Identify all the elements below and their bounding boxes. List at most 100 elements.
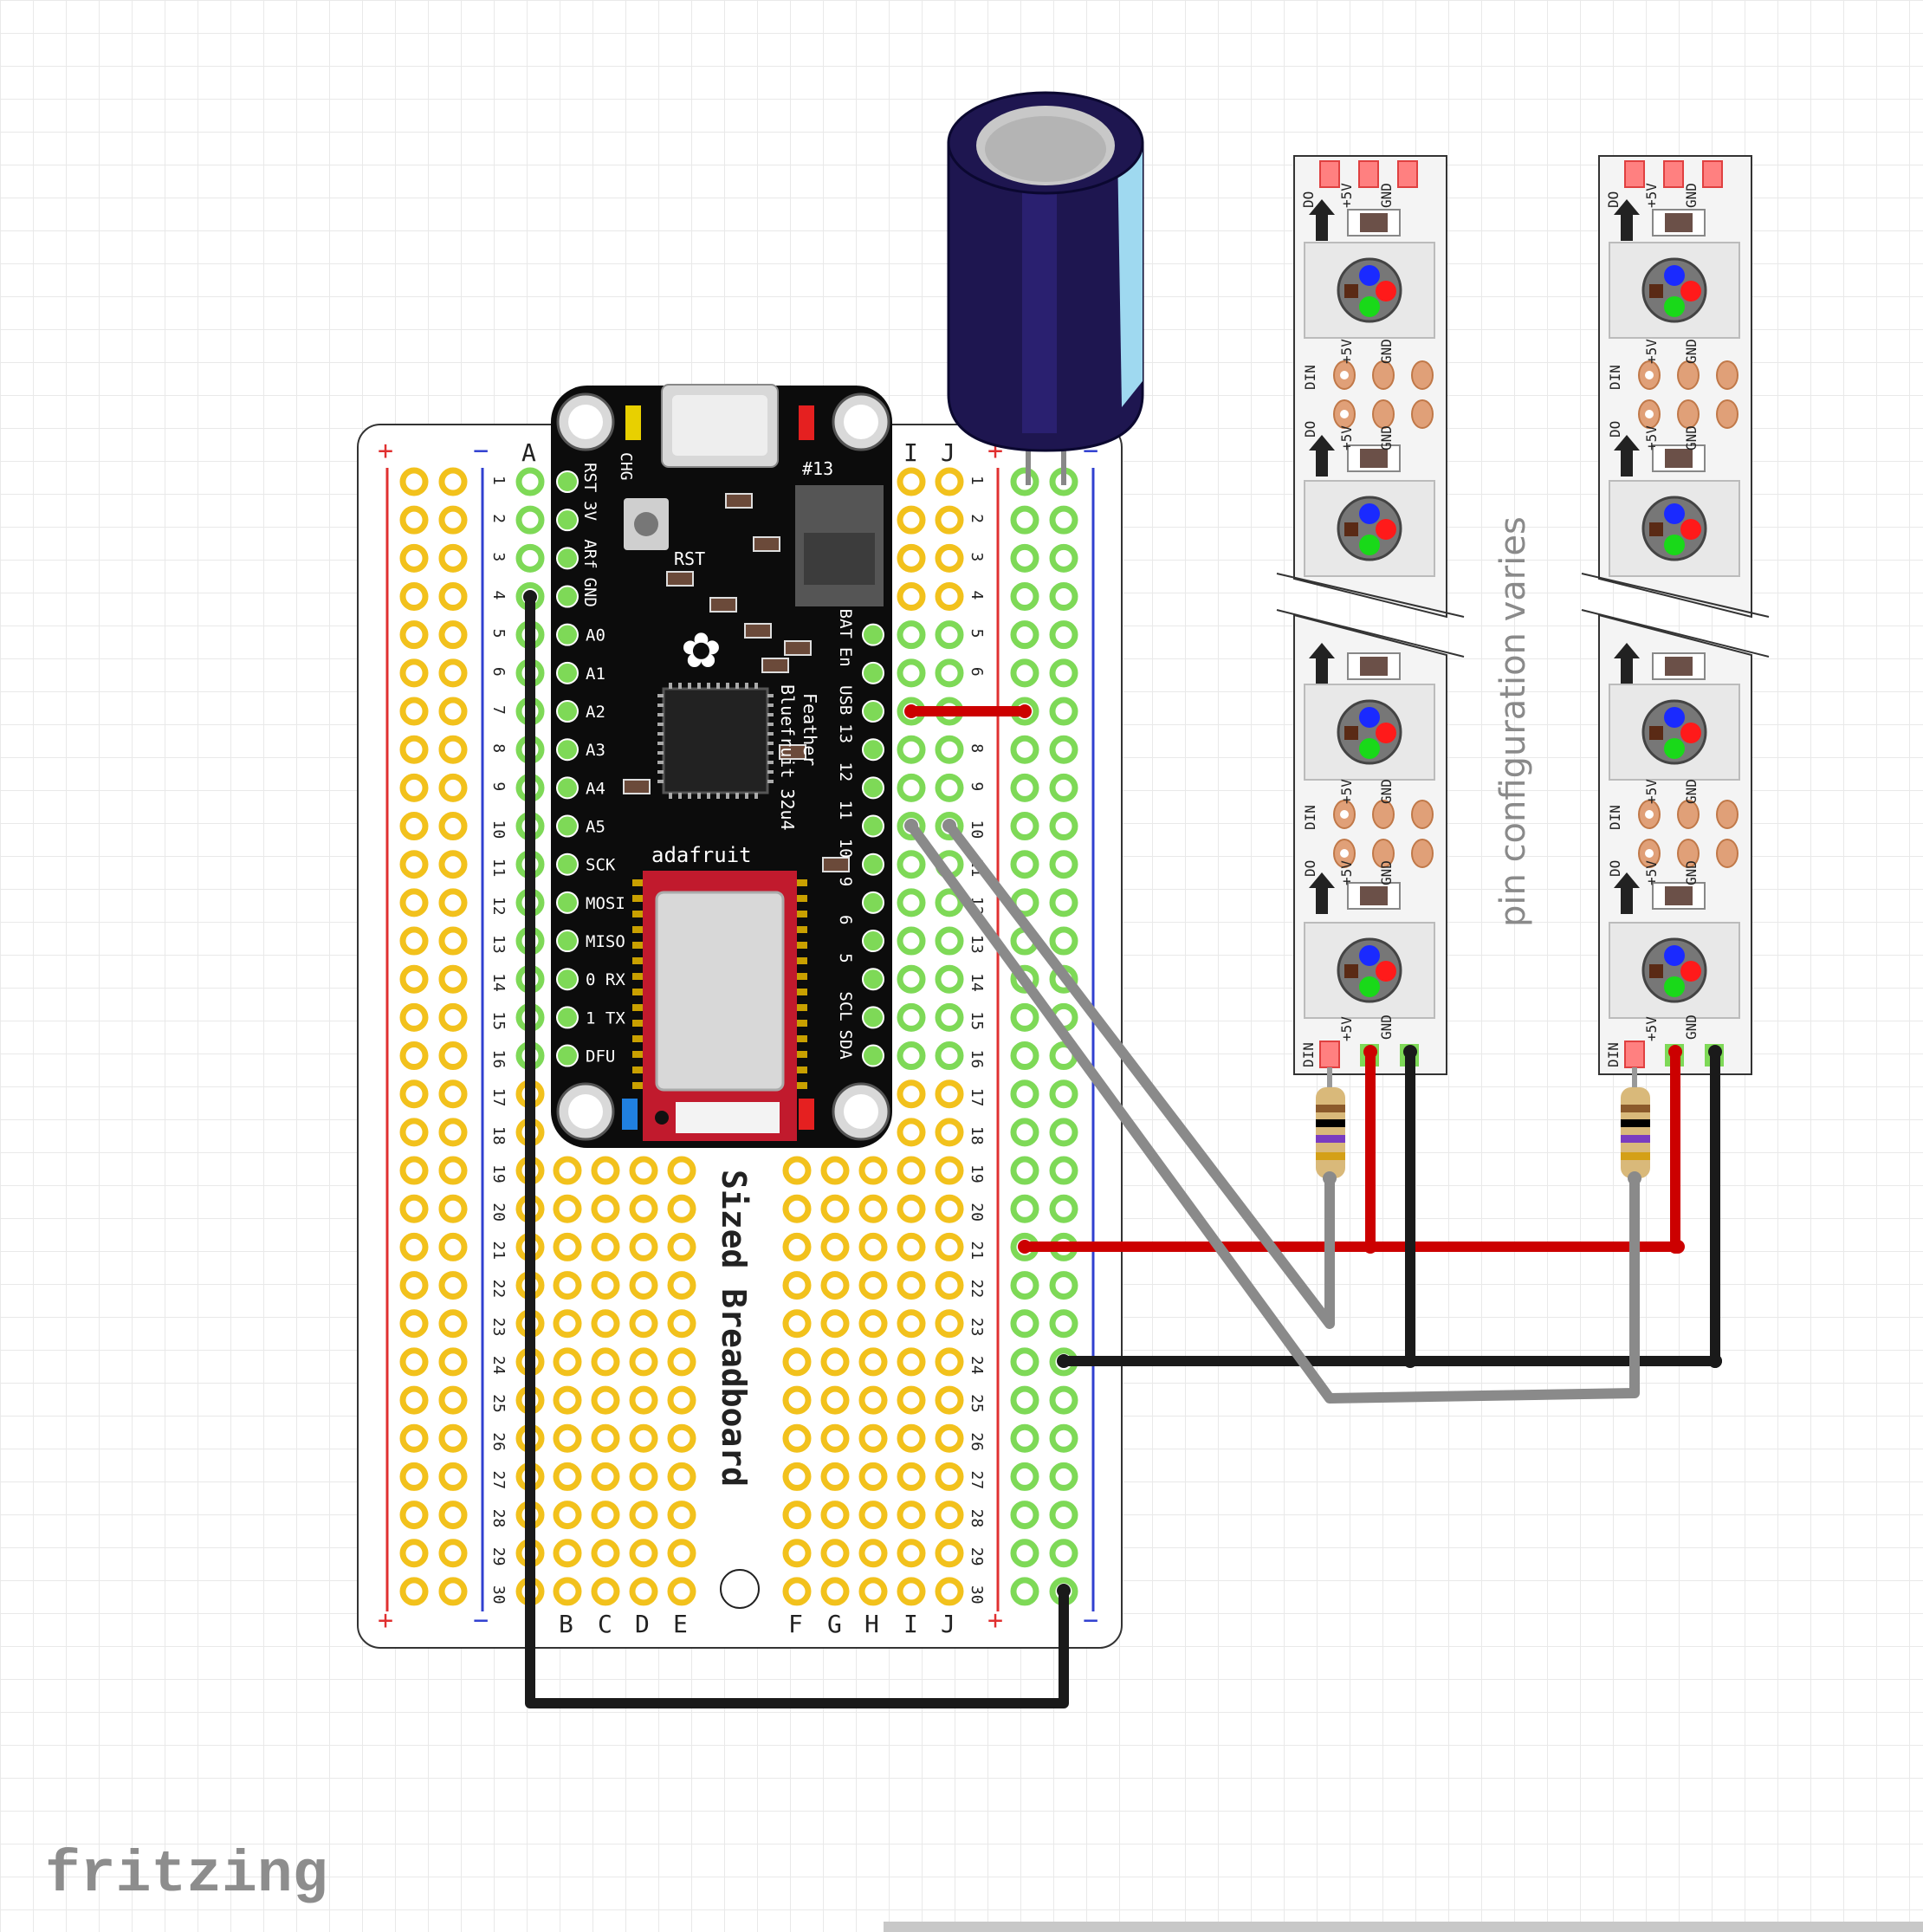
breadboard-hole[interactable] — [858, 1501, 888, 1530]
breadboard-hole[interactable] — [438, 543, 468, 573]
wire-data-strip1[interactable] — [944, 820, 1335, 1329]
breadboard-hole[interactable] — [820, 1385, 850, 1415]
wire-ground-loop[interactable] — [525, 592, 1069, 1708]
breadboard-hole[interactable] — [1049, 582, 1078, 612]
breadboard-hole[interactable] — [1049, 773, 1078, 802]
breadboard-hole[interactable] — [858, 1539, 888, 1568]
breadboard-hole[interactable] — [629, 1347, 658, 1377]
feather-pin[interactable] — [556, 661, 579, 684]
breadboard-hole[interactable] — [591, 1577, 620, 1606]
breadboard-hole[interactable] — [438, 697, 468, 726]
feather-pin[interactable] — [556, 968, 579, 991]
reset-button-cap[interactable] — [634, 512, 658, 536]
resistor[interactable] — [1316, 1087, 1345, 1178]
breadboard-hole[interactable] — [820, 1347, 850, 1377]
breadboard-hole[interactable] — [399, 812, 429, 841]
breadboard-hole[interactable] — [629, 1539, 658, 1568]
feather-pin[interactable] — [556, 700, 579, 723]
breadboard-hole[interactable] — [1049, 1156, 1078, 1185]
breadboard-hole[interactable] — [515, 543, 545, 573]
wire-endpoint[interactable] — [1323, 1171, 1337, 1185]
breadboard-hole[interactable] — [553, 1577, 582, 1606]
breadboard-hole[interactable] — [935, 773, 964, 802]
breadboard-hole[interactable] — [399, 1079, 429, 1109]
breadboard-hole[interactable] — [667, 1501, 696, 1530]
breadboard-hole[interactable] — [820, 1577, 850, 1606]
din-pad[interactable] — [1624, 1041, 1645, 1068]
breadboard-hole[interactable] — [1010, 658, 1039, 688]
breadboard-hole[interactable] — [1049, 505, 1078, 535]
breadboard-hole[interactable] — [1010, 1156, 1039, 1185]
breadboard-hole[interactable] — [935, 1271, 964, 1300]
feather-pin[interactable] — [862, 930, 884, 953]
breadboard-hole[interactable] — [897, 1309, 926, 1339]
breadboard-hole[interactable] — [438, 1577, 468, 1606]
breadboard-hole[interactable] — [1049, 1462, 1078, 1491]
feather-pin[interactable] — [556, 623, 579, 646]
breadboard-hole[interactable] — [438, 1232, 468, 1261]
breadboard-hole[interactable] — [399, 1577, 429, 1606]
breadboard-hole[interactable] — [667, 1539, 696, 1568]
breadboard-hole[interactable] — [1010, 1577, 1039, 1606]
breadboard-hole[interactable] — [935, 543, 964, 573]
breadboard-hole[interactable] — [858, 1156, 888, 1185]
breadboard-hole[interactable] — [858, 1462, 888, 1491]
breadboard-hole[interactable] — [438, 1539, 468, 1568]
breadboard-hole[interactable] — [553, 1271, 582, 1300]
breadboard-hole[interactable] — [897, 1501, 926, 1530]
breadboard-hole[interactable] — [897, 1347, 926, 1377]
resistor[interactable] — [1621, 1087, 1650, 1178]
breadboard-hole[interactable] — [399, 1156, 429, 1185]
breadboard-hole[interactable] — [399, 1041, 429, 1071]
breadboard-hole[interactable] — [1010, 1423, 1039, 1453]
breadboard-hole[interactable] — [935, 582, 964, 612]
breadboard-hole[interactable] — [1010, 1347, 1039, 1377]
wire-endpoint[interactable] — [1018, 704, 1032, 718]
breadboard-hole[interactable] — [858, 1271, 888, 1300]
breadboard-hole[interactable] — [897, 1539, 926, 1568]
breadboard-hole[interactable] — [935, 1232, 964, 1261]
breadboard-hole[interactable] — [591, 1462, 620, 1491]
breadboard-hole[interactable] — [438, 582, 468, 612]
breadboard-hole[interactable] — [858, 1577, 888, 1606]
breadboard-hole[interactable] — [935, 1385, 964, 1415]
breadboard-hole[interactable] — [1010, 1309, 1039, 1339]
breadboard-hole[interactable] — [629, 1501, 658, 1530]
breadboard-hole[interactable] — [438, 1423, 468, 1453]
wire-endpoint[interactable] — [904, 704, 918, 718]
breadboard-hole[interactable] — [591, 1501, 620, 1530]
breadboard-hole[interactable] — [935, 505, 964, 535]
breadboard-hole[interactable] — [438, 1002, 468, 1032]
breadboard-hole[interactable] — [897, 1079, 926, 1109]
breadboard-hole[interactable] — [897, 467, 926, 496]
wire-endpoint[interactable] — [1708, 1354, 1722, 1368]
breadboard-hole[interactable] — [935, 1347, 964, 1377]
breadboard-hole[interactable] — [1010, 620, 1039, 650]
breadboard-hole[interactable] — [858, 1309, 888, 1339]
breadboard-hole[interactable] — [1049, 543, 1078, 573]
breadboard-hole[interactable] — [858, 1423, 888, 1453]
breadboard-hole[interactable] — [438, 1309, 468, 1339]
wire-endpoint[interactable] — [1057, 1354, 1071, 1368]
breadboard-hole[interactable] — [897, 582, 926, 612]
breadboard-hole[interactable] — [1010, 1462, 1039, 1491]
breadboard-hole[interactable] — [820, 1156, 850, 1185]
breadboard-hole[interactable] — [897, 773, 926, 802]
breadboard-hole[interactable] — [438, 505, 468, 535]
breadboard-hole[interactable] — [667, 1271, 696, 1300]
wire-endpoint[interactable] — [904, 819, 918, 833]
breadboard-hole[interactable] — [438, 1156, 468, 1185]
breadboard-hole[interactable] — [399, 1118, 429, 1147]
breadboard-hole[interactable] — [935, 1577, 964, 1606]
breadboard-hole[interactable] — [897, 620, 926, 650]
feather-pin[interactable] — [862, 814, 884, 838]
feather-pin[interactable] — [862, 623, 884, 646]
breadboard-hole[interactable] — [553, 1232, 582, 1261]
breadboard-hole[interactable] — [897, 926, 926, 956]
breadboard-hole[interactable] — [399, 1309, 429, 1339]
breadboard-hole[interactable] — [438, 1271, 468, 1300]
breadboard-hole[interactable] — [629, 1385, 658, 1415]
breadboard-hole[interactable] — [858, 1194, 888, 1223]
